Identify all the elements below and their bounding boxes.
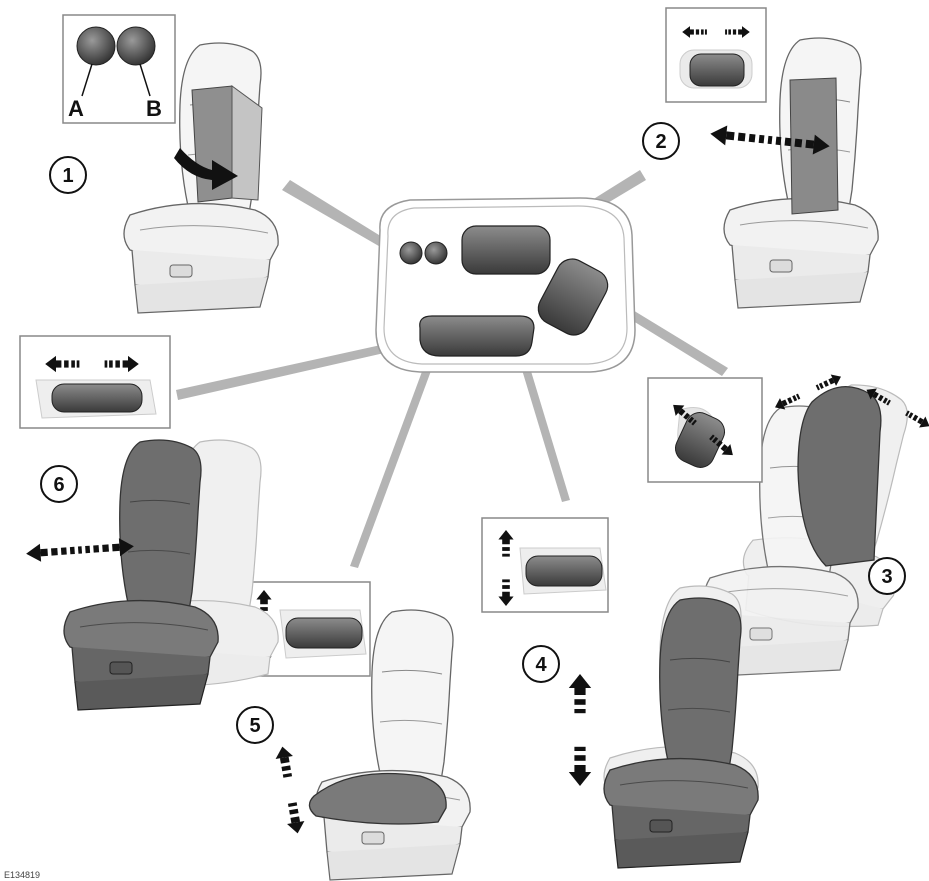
- inset-lumbar-buttons: A B: [63, 15, 175, 123]
- inset-fore-aft-switch: [20, 336, 170, 428]
- callout-5: 5: [237, 707, 273, 743]
- callout-6: 6: [41, 466, 77, 502]
- svg-text:1: 1: [62, 165, 73, 187]
- console-button-b-icon[interactable]: [425, 242, 447, 264]
- tilt-arrow-icon: [274, 745, 307, 835]
- seat-switch-console: [376, 198, 635, 372]
- inset-recline-switch: [648, 378, 762, 482]
- svg-text:4: 4: [535, 654, 547, 676]
- seat-4-height: [569, 586, 758, 868]
- callout-4: 4: [523, 646, 559, 682]
- figure-reference-code: E134819: [4, 870, 40, 880]
- lumbar-button-a-icon: [77, 27, 115, 65]
- label-a: A: [68, 96, 84, 121]
- inset-backrest-switch: [666, 8, 766, 102]
- svg-text:5: 5: [249, 715, 260, 737]
- svg-text:2: 2: [655, 131, 666, 153]
- callout-2: 2: [643, 123, 679, 159]
- lumbar-button-b-icon: [117, 27, 155, 65]
- vertical-arrow-icon: [569, 674, 591, 786]
- callout-3: 3: [869, 558, 905, 594]
- svg-text:3: 3: [881, 566, 892, 588]
- double-arrow-icon: [26, 537, 135, 562]
- console-button-a-icon[interactable]: [400, 242, 422, 264]
- cushion-switch-icon[interactable]: [420, 316, 534, 356]
- svg-text:6: 6: [53, 474, 64, 496]
- callout-1: 1: [50, 157, 86, 193]
- label-b: B: [146, 96, 162, 121]
- backrest-switch-icon[interactable]: [462, 226, 550, 274]
- inset-height-switch: [482, 518, 608, 612]
